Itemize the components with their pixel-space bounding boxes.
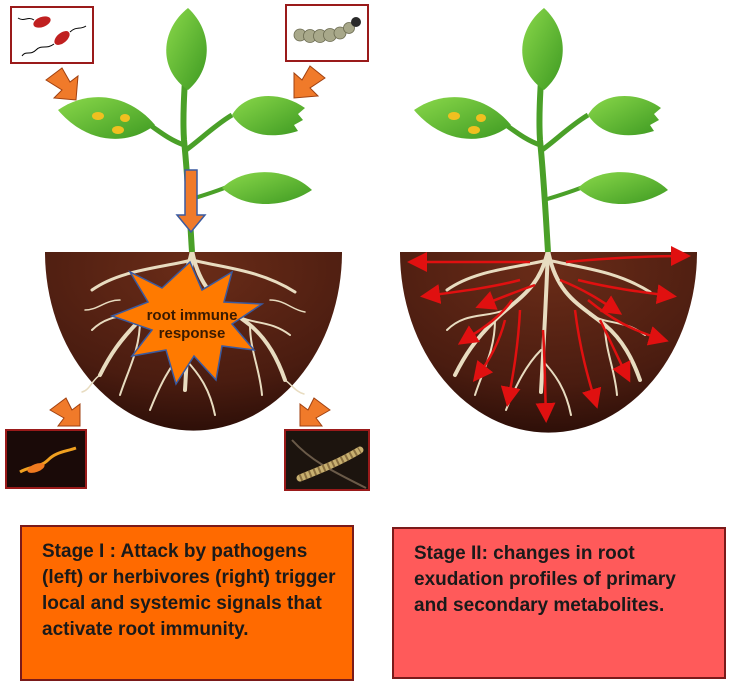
leaf-chewed-right [588,95,661,136]
leaf-damaged-right [414,97,511,139]
arrow-systemic-signal [175,169,207,234]
nematode-icon [5,429,87,489]
bacteria-icon [10,6,94,64]
leaf-chewed-left [232,95,305,136]
immune-label-line2: response [159,325,226,342]
arrow-herbivore-above [293,65,326,99]
root-larva-icon [284,429,370,491]
leaf-damaged-left [58,97,155,139]
leaf-lower-left [222,172,312,204]
plant-diagram: root immune response [5,4,697,491]
leaf-top-left [166,8,207,90]
stage2-caption: Stage II: changes in root exudation prof… [392,527,726,679]
soil-right [400,252,697,433]
caterpillar-icon [285,4,369,62]
arrow-pathogen-soil [49,397,81,427]
stage2-plant [400,8,697,433]
leaf-top-right [522,8,563,90]
exudate-arrows [407,246,691,423]
immune-starburst [109,260,265,386]
arrow-pathogen-above [45,67,79,101]
immune-label-line1: root immune [147,307,238,324]
stage1-text: Stage I : Attack by pathogens (left) or … [42,541,336,640]
leaf-lower-right [578,172,668,204]
stage1-caption: Stage I : Attack by pathogens (left) or … [20,525,354,681]
stage1-plant: root immune response [45,8,342,431]
stage2-text: Stage II: changes in root exudation prof… [414,543,676,616]
arrow-herbivore-soil [299,397,331,427]
